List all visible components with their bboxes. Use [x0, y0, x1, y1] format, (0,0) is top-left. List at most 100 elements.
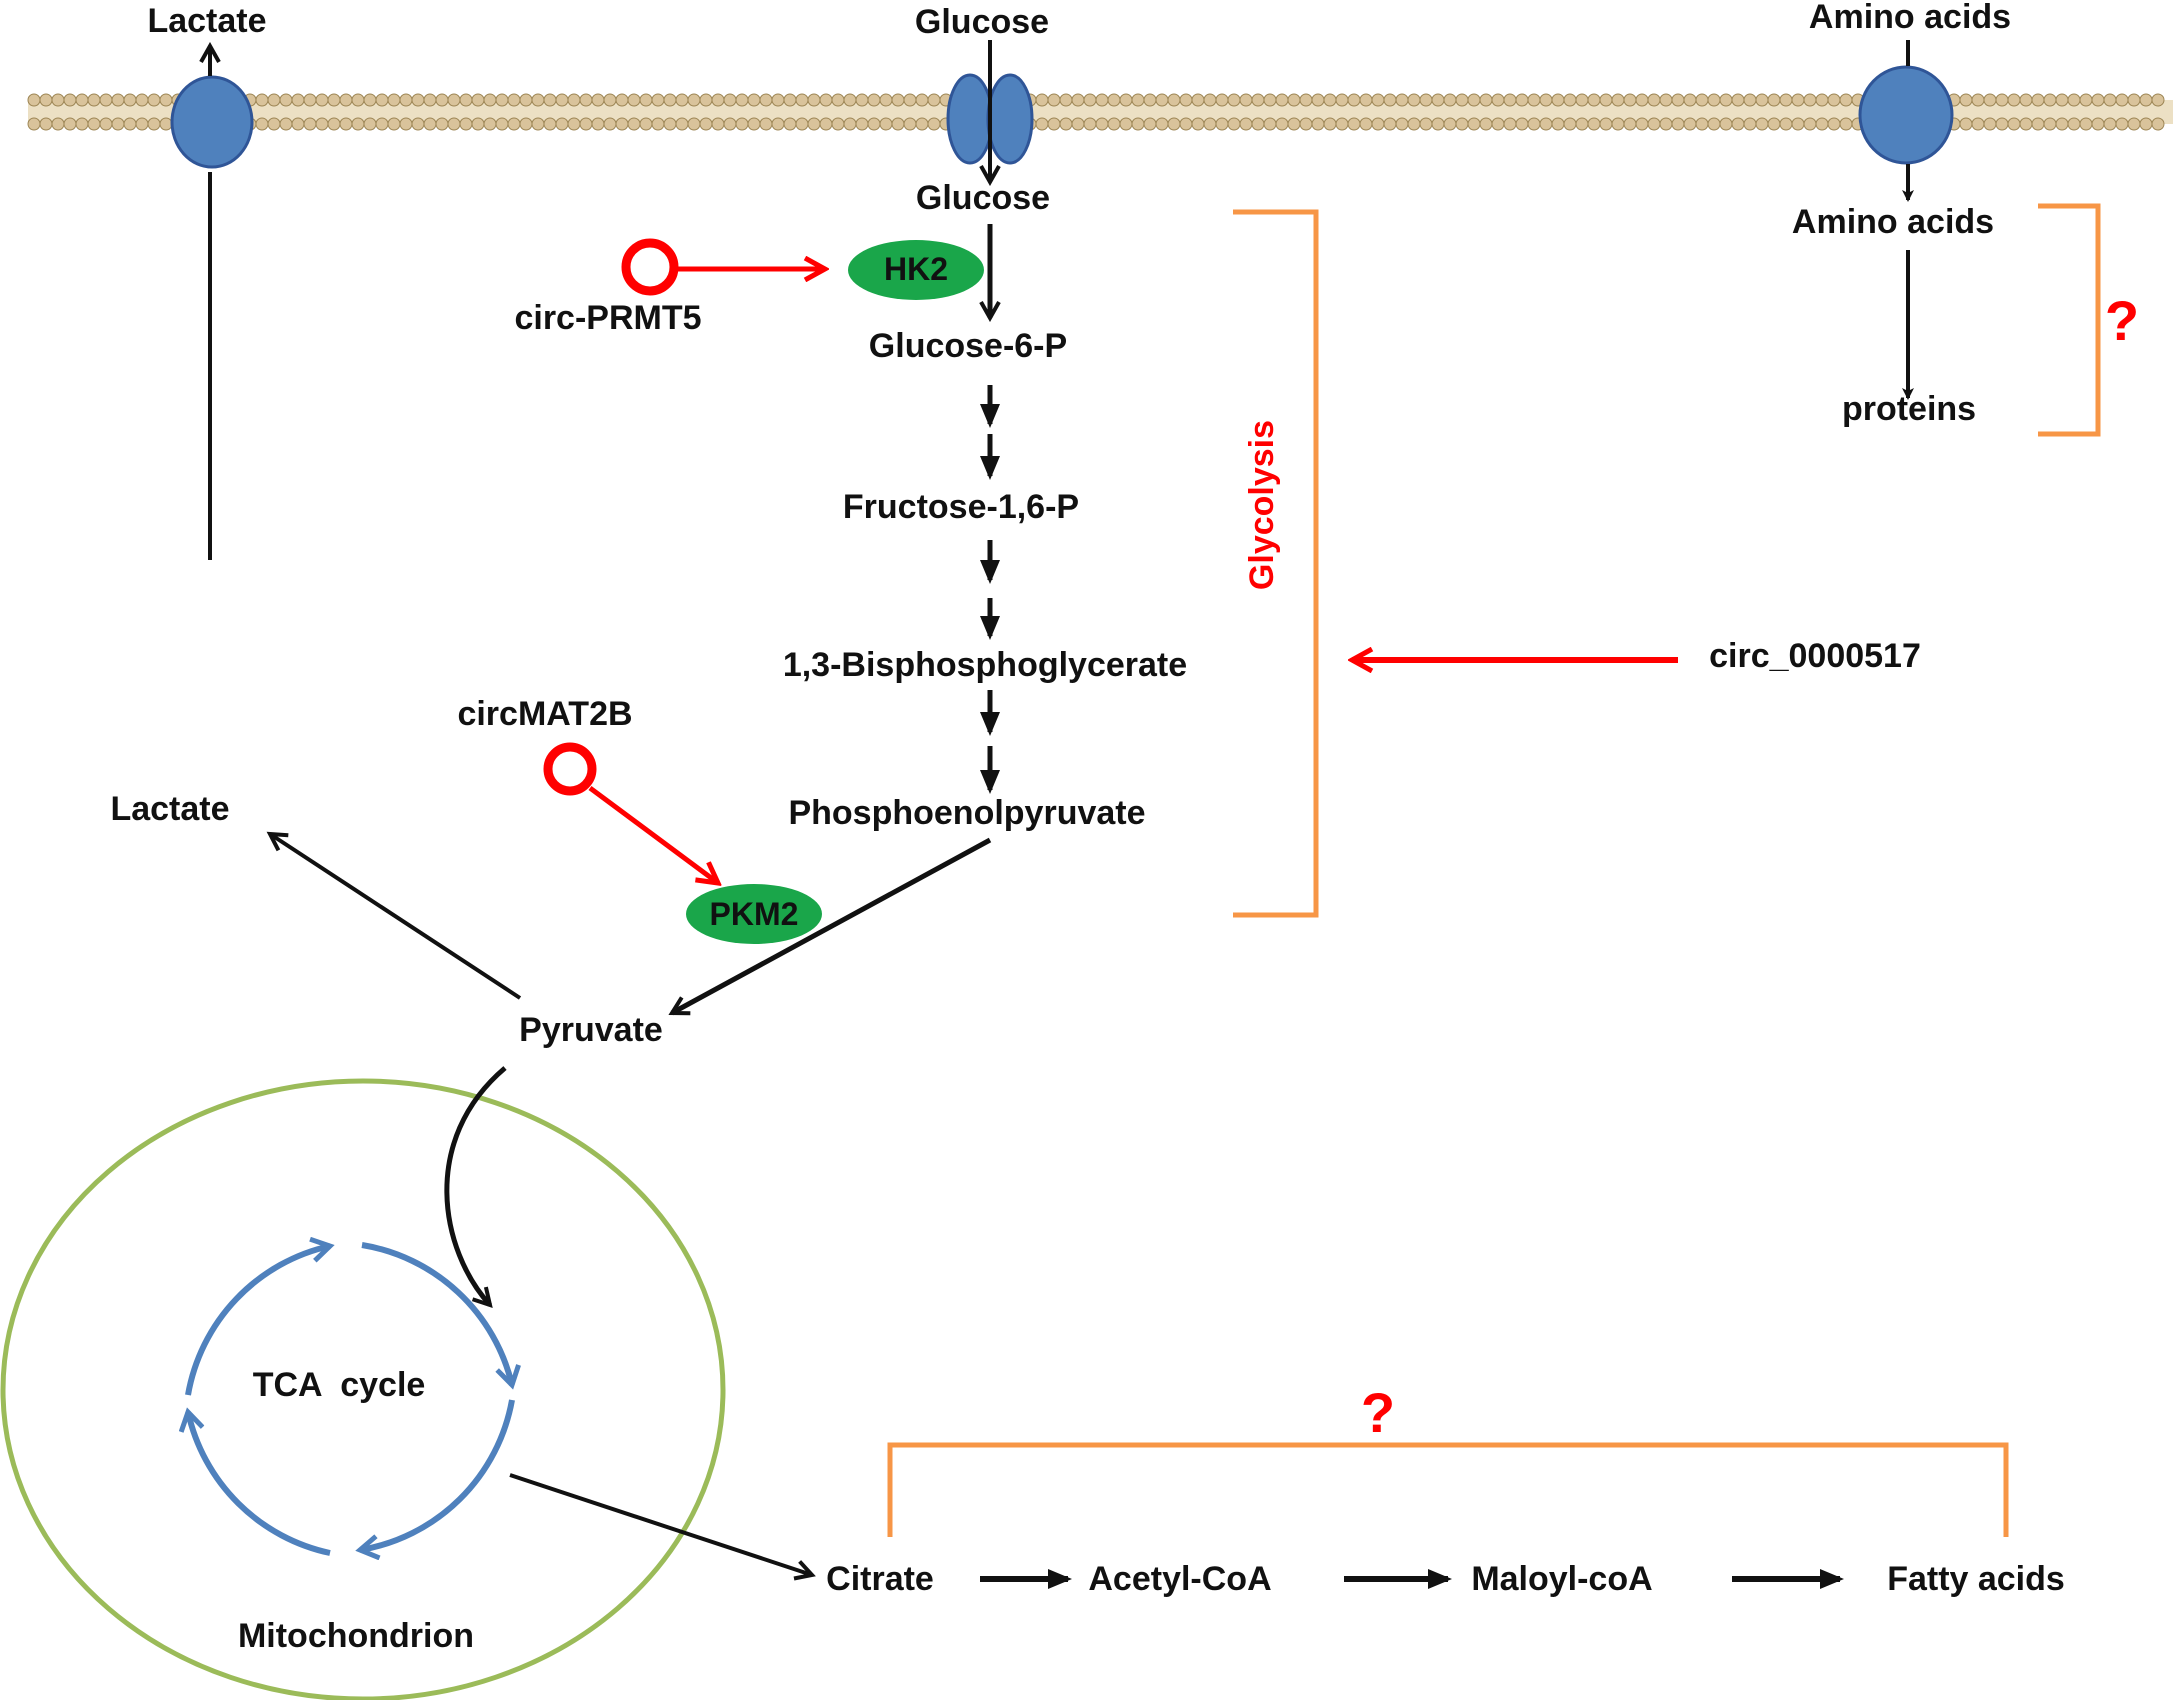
phospholipid-head — [1227, 117, 1241, 131]
phospholipid-head — [447, 117, 461, 131]
phospholipid-head — [1455, 117, 1469, 131]
phospholipid-head — [807, 93, 821, 107]
phospholipid-head — [1539, 117, 1553, 131]
glucose-transporter-left — [946, 73, 994, 165]
phospholipid-head — [279, 93, 293, 107]
phospholipid-head — [27, 93, 41, 107]
phospholipid-head — [795, 93, 809, 107]
phospholipid-head — [39, 93, 53, 107]
phospholipid-head — [1719, 93, 1733, 107]
phospholipid-head — [591, 93, 605, 107]
phospholipid-head — [135, 117, 149, 131]
phospholipid-head — [2139, 117, 2153, 131]
phospholipid-head — [147, 117, 161, 131]
membrane-inner-heads — [27, 117, 2165, 131]
phospholipid-head — [1431, 117, 1445, 131]
phospholipid-head — [891, 117, 905, 131]
phospholipid-head — [1311, 117, 1325, 131]
phospholipid-head — [1287, 117, 1301, 131]
phospholipid-head — [783, 93, 797, 107]
phospholipid-head — [2103, 117, 2117, 131]
phospholipid-head — [51, 117, 65, 131]
fatty-acid-unknown-question-mark: ? — [1361, 1381, 1395, 1444]
phospholipid-head — [1467, 117, 1481, 131]
phospholipid-head — [663, 93, 677, 107]
phospholipid-head — [867, 93, 881, 107]
phospholipid-head — [1191, 117, 1205, 131]
phospholipid-head — [747, 93, 761, 107]
phospholipid-head — [2031, 93, 2045, 107]
tca-arc-left-top — [185, 1246, 330, 1396]
phospholipid-head — [1539, 93, 1553, 107]
phospholipid-head — [1671, 93, 1685, 107]
phospholipid-head — [375, 93, 389, 107]
phospholipid-head — [1707, 93, 1721, 107]
phospholipid-head — [1443, 93, 1457, 107]
phospholipid-head — [1383, 117, 1397, 131]
phospholipid-head — [1143, 93, 1157, 107]
phospholipid-head — [627, 117, 641, 131]
phospholipid-head — [303, 117, 317, 131]
lactate-outside-label: Lactate — [147, 2, 266, 40]
citrate-label: Citrate — [826, 1560, 934, 1598]
maloyl-coa-label: Maloyl-coA — [1471, 1560, 1652, 1598]
phospholipid-head — [507, 117, 521, 131]
phospholipid-head — [1263, 93, 1277, 107]
phospholipid-head — [159, 117, 173, 131]
phospholipid-head — [1611, 117, 1625, 131]
phospholipid-head — [759, 117, 773, 131]
glycolysis-label: Glycolysis — [1243, 420, 1281, 590]
phospholipid-head — [1035, 117, 1049, 131]
phospholipid-head — [1071, 93, 1085, 107]
phospholipid-head — [1803, 117, 1817, 131]
phospholipid-head — [1299, 117, 1313, 131]
phospholipid-head — [123, 93, 137, 107]
phospholipid-head — [2019, 117, 2033, 131]
phospholipid-head — [1779, 117, 1793, 131]
phospholipid-head — [1695, 93, 1709, 107]
phospholipid-head — [411, 117, 425, 131]
phospholipid-head — [543, 117, 557, 131]
phospholipid-head — [1587, 93, 1601, 107]
phospholipid-head — [1575, 93, 1589, 107]
phospholipid-head — [1035, 93, 1049, 107]
phospholipid-head — [99, 117, 113, 131]
phospholipid-head — [591, 117, 605, 131]
phospholipid-head — [1047, 117, 1061, 131]
phospholipid-head — [1431, 93, 1445, 107]
circ-prmt5-label: circ-PRMT5 — [514, 299, 701, 337]
phospholipid-head — [2115, 117, 2129, 131]
phospholipid-head — [459, 117, 473, 131]
phospholipid-head — [1599, 93, 1613, 107]
phospholipid-head — [1359, 93, 1373, 107]
amino-acids-inside-label: Amino acids — [1792, 203, 1994, 241]
phospholipid-head — [567, 93, 581, 107]
phospholipid-head — [99, 93, 113, 107]
phospholipid-head — [2127, 117, 2141, 131]
phospholipid-head — [867, 117, 881, 131]
phospholipid-head — [687, 117, 701, 131]
phospholipid-head — [1131, 93, 1145, 107]
phospholipid-head — [1791, 93, 1805, 107]
phospholipid-head — [759, 93, 773, 107]
phospholipid-head — [735, 93, 749, 107]
phospholipid-head — [39, 117, 53, 131]
phospholipid-head — [1323, 117, 1337, 131]
phospholipid-head — [1623, 93, 1637, 107]
phospholipid-head — [2007, 93, 2021, 107]
phospholipid-head — [1419, 117, 1433, 131]
phospholipid-head — [495, 93, 509, 107]
phospholipid-head — [1743, 117, 1757, 131]
phospholipid-head — [1695, 117, 1709, 131]
phospholipid-head — [1347, 117, 1361, 131]
phospholipid-head — [387, 117, 401, 131]
phospholipid-head — [1491, 93, 1505, 107]
fatty-acids-label: Fatty acids — [1887, 1560, 2065, 1598]
phospholipid-head — [1587, 117, 1601, 131]
phospholipid-head — [1443, 117, 1457, 131]
phospholipid-head — [579, 93, 593, 107]
phospholipid-head — [1659, 117, 1673, 131]
glucose-inside-label: Glucose — [916, 179, 1050, 217]
phospholipid-head — [1731, 117, 1745, 131]
